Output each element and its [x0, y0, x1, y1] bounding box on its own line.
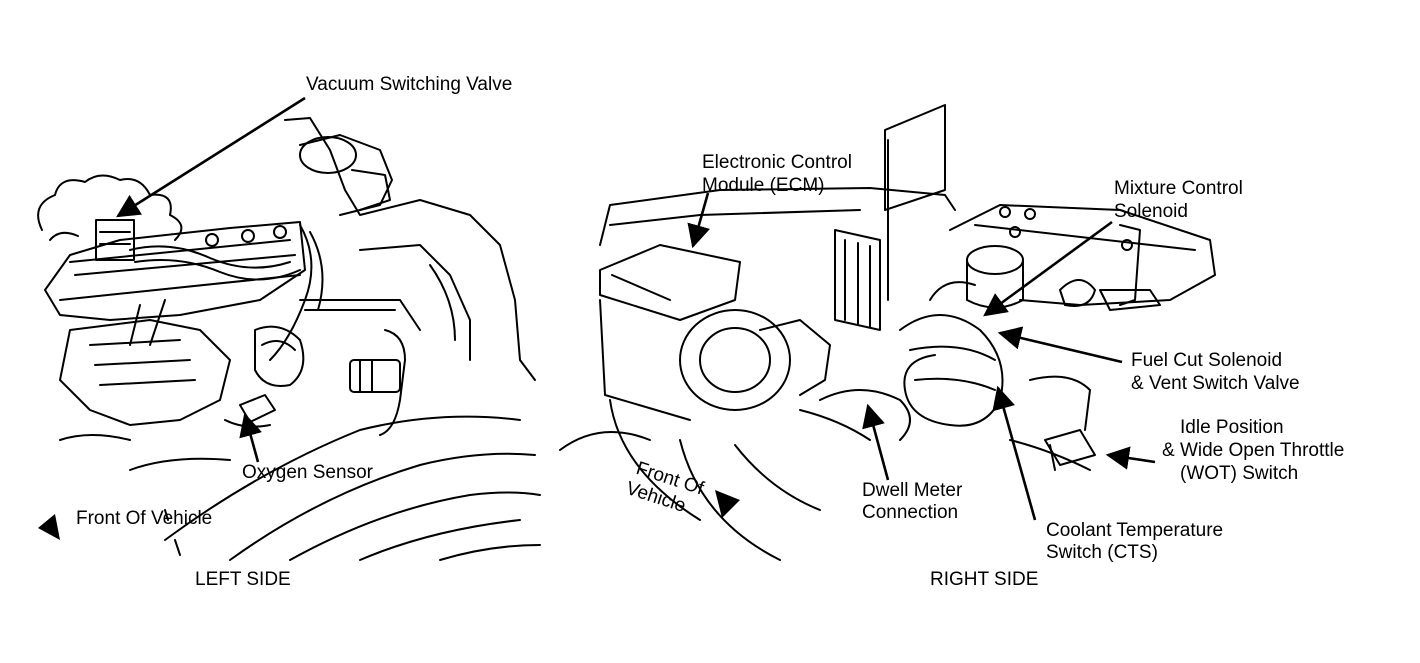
- arrow-dwell-meter: [862, 403, 890, 481]
- left-engine-illustration: [37, 117, 541, 561]
- arrow-mixture-control-solenoid: [983, 220, 1113, 317]
- label-ecm-line2: Module (ECM): [702, 175, 825, 196]
- arrow-idle-position-switch: [1105, 446, 1156, 470]
- label-vacuum-switching-valve: Vacuum Switching Valve: [306, 74, 513, 95]
- label-cts-line1: Coolant Temperature: [1046, 520, 1224, 541]
- arrow-vacuum-switching-valve: [116, 96, 306, 218]
- arrow-ecm: [687, 192, 710, 249]
- label-front-of-vehicle-left: Front Of Vehicle: [76, 508, 213, 529]
- right-engine-illustration: [559, 104, 1216, 561]
- label-mixture-line1: Mixture Control: [1114, 178, 1243, 199]
- label-mixture-line2: Solenoid: [1114, 201, 1188, 222]
- label-fuel-cut-line1: Fuel Cut Solenoid: [1131, 350, 1283, 371]
- label-idle-line2: & Wide Open Throttle: [1162, 440, 1345, 461]
- caption-left-side: LEFT SIDE: [195, 569, 291, 590]
- label-ecm-line1: Electronic Control: [702, 152, 852, 173]
- label-idle-line1: Idle Position: [1180, 417, 1284, 438]
- arrow-fuel-cut-solenoid: [997, 326, 1123, 364]
- arrow-oxygen-sensor: [239, 412, 262, 463]
- label-cts-line2: Switch (CTS): [1046, 542, 1158, 563]
- arrow-coolant-temperature: [992, 385, 1037, 521]
- caption-right-side: RIGHT SIDE: [930, 569, 1039, 590]
- front-direction-triangle-right: [715, 490, 740, 518]
- label-dwell-line2: Connection: [862, 502, 959, 523]
- label-dwell-line1: Dwell Meter: [862, 480, 963, 501]
- label-idle-line3: (WOT) Switch: [1180, 463, 1299, 484]
- front-direction-triangle-left: [38, 514, 60, 540]
- leader-arrows: [116, 96, 1156, 521]
- label-fuel-cut-line2: & Vent Switch Valve: [1131, 373, 1300, 394]
- label-oxygen-sensor: Oxygen Sensor: [242, 462, 373, 483]
